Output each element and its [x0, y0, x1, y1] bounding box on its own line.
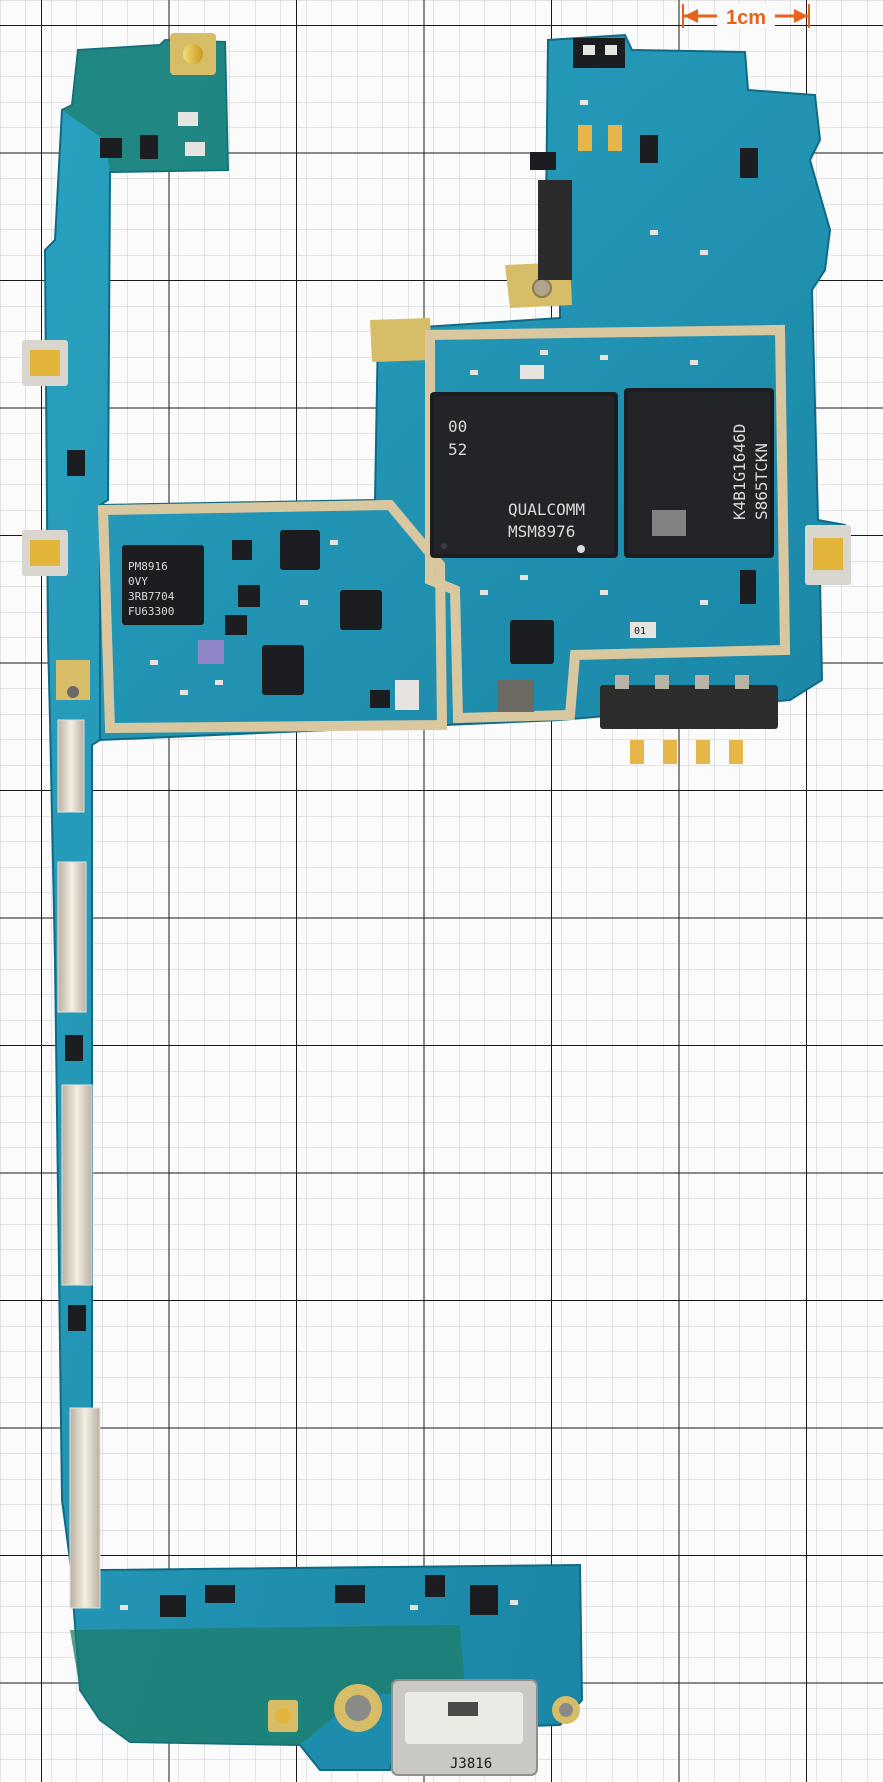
ram-line1: K4B1G1646D	[730, 424, 749, 520]
scale-bar: 1cm	[682, 4, 810, 29]
smd-components	[120, 100, 708, 1610]
usb-label: J3816	[450, 1756, 492, 1772]
soc-model: MSM8976	[508, 522, 575, 541]
scale-label: 1cm	[726, 7, 766, 29]
pmic-line2: 0VY	[128, 575, 148, 588]
pmic-line4: FU63300	[128, 605, 174, 618]
pmic-line1: PM8916	[128, 560, 168, 573]
shield-pmic	[97, 499, 448, 734]
soc-chip: 00 52 QUALCOMM MSM8976	[430, 392, 618, 558]
purple-component	[198, 640, 224, 664]
ram-chip: K4B1G1646D S865TCKN	[624, 388, 774, 558]
small-tag: 01	[634, 626, 646, 637]
soc-brand: QUALCOMM	[508, 500, 585, 519]
pmic-chip: PM8916 0VY 3RB7704 FU63300	[122, 545, 204, 625]
contact-pads	[22, 33, 851, 700]
battery-connector	[600, 675, 778, 764]
gold-tab-left	[370, 318, 432, 362]
usb-connector: J3816	[268, 1679, 580, 1776]
flex-connector	[538, 180, 572, 280]
qualcomm-logo-icon	[577, 545, 585, 553]
soc-line2: 52	[448, 440, 467, 459]
pmic-line3: 3RB7704	[128, 590, 175, 603]
small-ics: 01	[65, 135, 758, 1617]
antenna-strips	[57, 719, 101, 1609]
ram-line2: S865TCKN	[752, 443, 771, 520]
ram-qr-code-icon	[652, 510, 686, 536]
board-bottom-green	[70, 1625, 465, 1745]
soc-line1: 00	[448, 417, 467, 436]
